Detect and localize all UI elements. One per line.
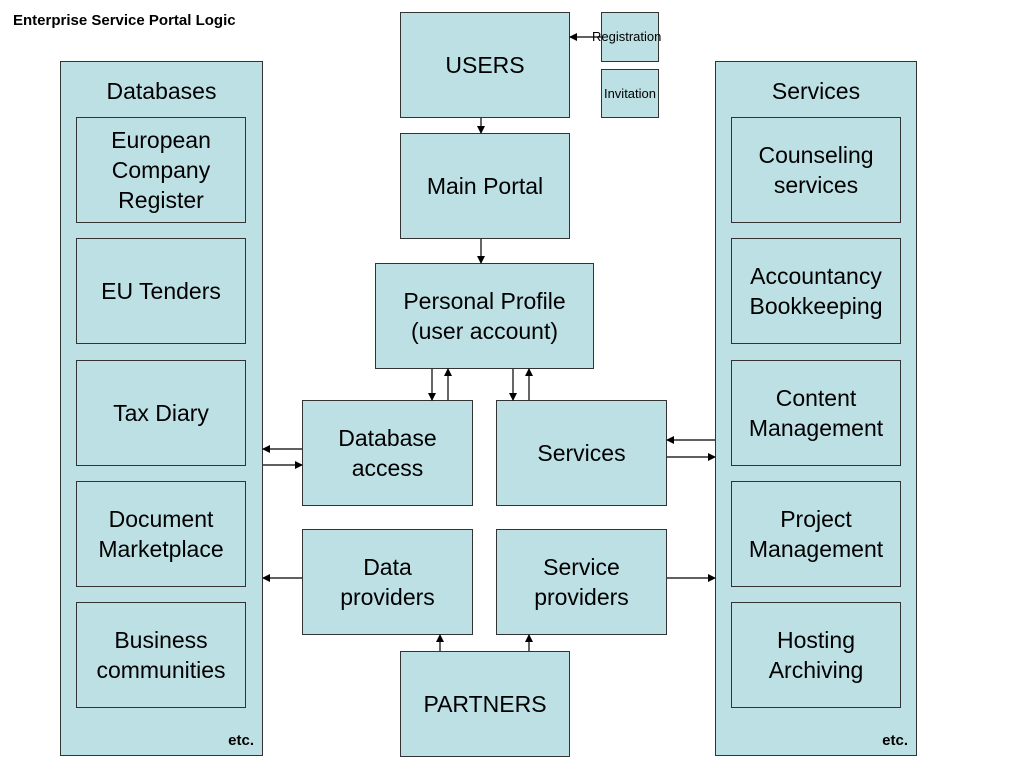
databases-panel-title: Databases: [106, 78, 217, 104]
main-portal-box: Main Portal: [400, 133, 570, 239]
service-item-project-management: Project Management: [731, 481, 901, 587]
service-item-content-management: Content Management: [731, 360, 901, 466]
service-item-hosting-archiving: Hosting Archiving: [731, 602, 901, 708]
personal-profile-box: Personal Profile (user account): [375, 263, 594, 369]
database-access-box: Database access: [302, 400, 473, 506]
registration-label: Registration: [592, 29, 662, 44]
service-providers-box: Service providers: [496, 529, 667, 635]
service-item-counseling: Counseling services: [731, 117, 901, 223]
service-item-accountancy: Accountancy Bookkeeping: [731, 238, 901, 344]
services-etc-label: etc.: [882, 732, 908, 749]
partners-box: PARTNERS: [400, 651, 570, 757]
diagram-title: Enterprise Service Portal Logic: [13, 12, 236, 29]
users-box: USERS: [400, 12, 570, 118]
database-item-tax-diary: Tax Diary: [76, 360, 246, 466]
services-panel-title: Services: [771, 78, 861, 104]
database-item-document-marketplace: Document Marketplace: [76, 481, 246, 587]
database-item-business-communities: Business communities: [76, 602, 246, 708]
services-box: Services: [496, 400, 667, 506]
registration-box: Registration: [592, 12, 661, 62]
database-item-eu-tenders: EU Tenders: [76, 238, 246, 344]
data-providers-box: Data providers: [302, 529, 473, 635]
databases-etc-label: etc.: [228, 732, 254, 749]
invitation-box: Invitation: [601, 69, 659, 118]
database-item-european-company-register: European Company Register: [76, 117, 246, 223]
